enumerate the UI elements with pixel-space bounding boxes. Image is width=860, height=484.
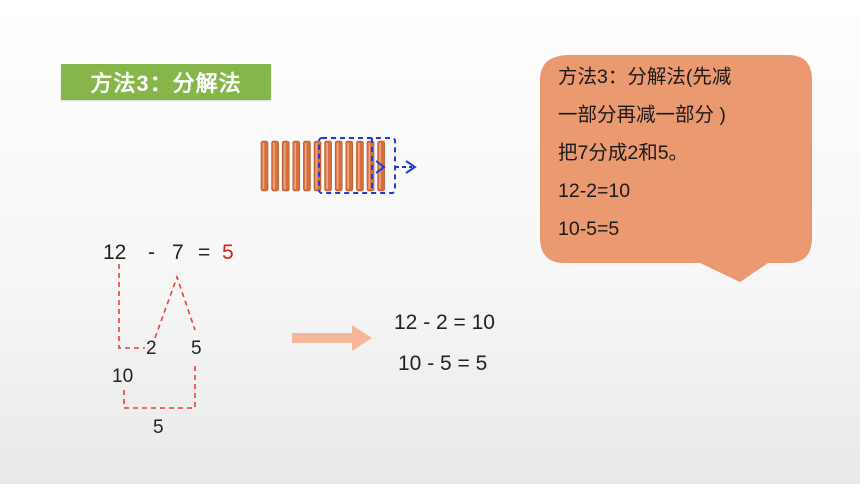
counting-stick-highlight bbox=[294, 143, 297, 189]
counting-stick-highlight bbox=[368, 143, 371, 189]
method-title: 方法3：分解法 bbox=[90, 71, 242, 96]
counting-stick-highlight bbox=[315, 143, 318, 189]
counting-stick-highlight bbox=[357, 143, 360, 189]
counting-stick-highlight bbox=[283, 143, 286, 189]
bubble-line: 12-2=10 bbox=[558, 180, 631, 202]
counting-stick bbox=[324, 140, 332, 192]
bubble-line: 方法3：分解法(先减 bbox=[558, 66, 732, 88]
counting-stick bbox=[271, 140, 279, 192]
counting-stick bbox=[281, 140, 290, 192]
counting-stick-highlight bbox=[273, 143, 275, 189]
bubble-text: 方法3：分解法(先减 一部分再减一部分 ) 把7分成2和5。 12-2=10 1… bbox=[558, 58, 806, 248]
equation-answer: 5 bbox=[222, 241, 234, 264]
counting-stick-highlight bbox=[379, 143, 381, 189]
decompose-part1: 2 bbox=[146, 338, 157, 359]
counting-stick-highlight bbox=[336, 143, 339, 189]
counting-stick-highlight bbox=[347, 143, 350, 189]
counting-stick bbox=[303, 140, 311, 192]
equation-minus: - bbox=[148, 241, 155, 264]
counting-sticks bbox=[260, 140, 385, 192]
decompose-intermediate: 10 bbox=[112, 366, 134, 387]
equation-minuend: 12 bbox=[103, 241, 127, 264]
bubble-line: 一部分再减一部分 ) bbox=[558, 104, 726, 126]
counting-stick bbox=[292, 140, 301, 192]
equation-equals: = bbox=[198, 241, 211, 264]
decompose-part2: 5 bbox=[191, 338, 202, 359]
decompose-line-12 bbox=[118, 264, 145, 349]
counting-stick-highlight bbox=[262, 143, 265, 189]
decompose-line-7 bbox=[154, 274, 196, 339]
counting-stick bbox=[345, 140, 354, 192]
counting-stick bbox=[356, 140, 364, 192]
decompose-bottom: 5 bbox=[153, 417, 164, 438]
step-line-1: 12 - 2 = 10 bbox=[394, 311, 495, 334]
method-title-badge: 方法3：分解法 bbox=[61, 64, 271, 100]
equation-subtrahend: 7 bbox=[172, 241, 184, 264]
speech-bubble bbox=[540, 55, 812, 282]
counting-stick-highlight bbox=[326, 143, 328, 189]
selection-arrow-icon bbox=[405, 160, 417, 174]
bubble-line: 10-5=5 bbox=[558, 218, 620, 240]
step-line-2: 10 - 5 = 5 bbox=[398, 352, 488, 375]
selection-box bbox=[318, 137, 396, 194]
selection-arrow-icon-inner bbox=[375, 160, 386, 174]
counting-stick bbox=[334, 140, 343, 192]
right-arrow-icon bbox=[292, 325, 372, 351]
counting-stick bbox=[260, 140, 269, 192]
decompose-line-bottom bbox=[123, 365, 196, 409]
counting-stick-highlight bbox=[304, 143, 307, 189]
bubble-line: 把7分成2和5。 bbox=[558, 142, 689, 164]
